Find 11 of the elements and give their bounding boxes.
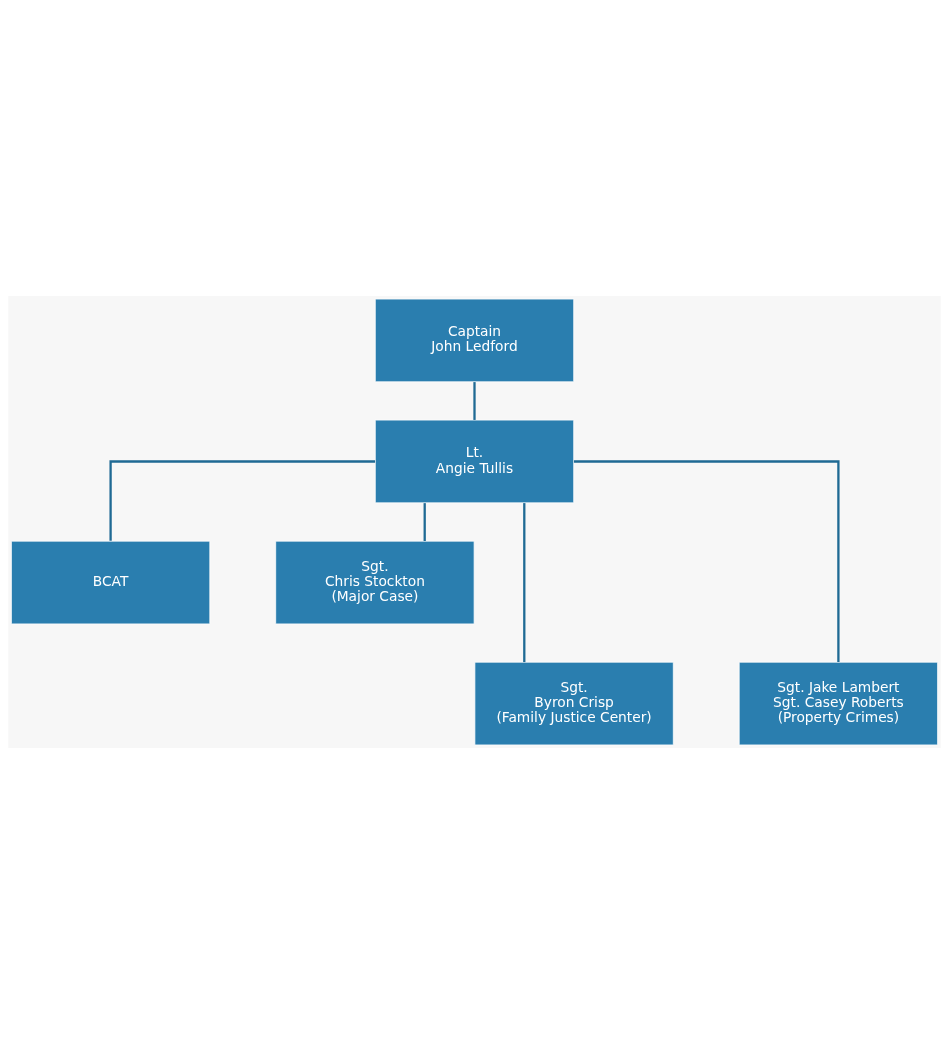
node-box: Sgt. Jake Lambert Sgt. Casey Roberts (Property Crimes): [738, 661, 938, 745]
connector: [423, 502, 426, 541]
node-box: Sgt. Chris Stockton (Major Case): [275, 540, 475, 624]
node-box: BCAT: [11, 540, 211, 624]
connector: [109, 459, 376, 541]
connector: [573, 459, 840, 662]
node-box: Lt. Angie Tullis: [374, 419, 575, 503]
node-box: Captain John Ledford: [374, 298, 575, 382]
connector: [473, 381, 476, 420]
connector: [523, 502, 526, 662]
node-box: Sgt. Byron Crisp (Family Justice Center): [474, 661, 674, 745]
